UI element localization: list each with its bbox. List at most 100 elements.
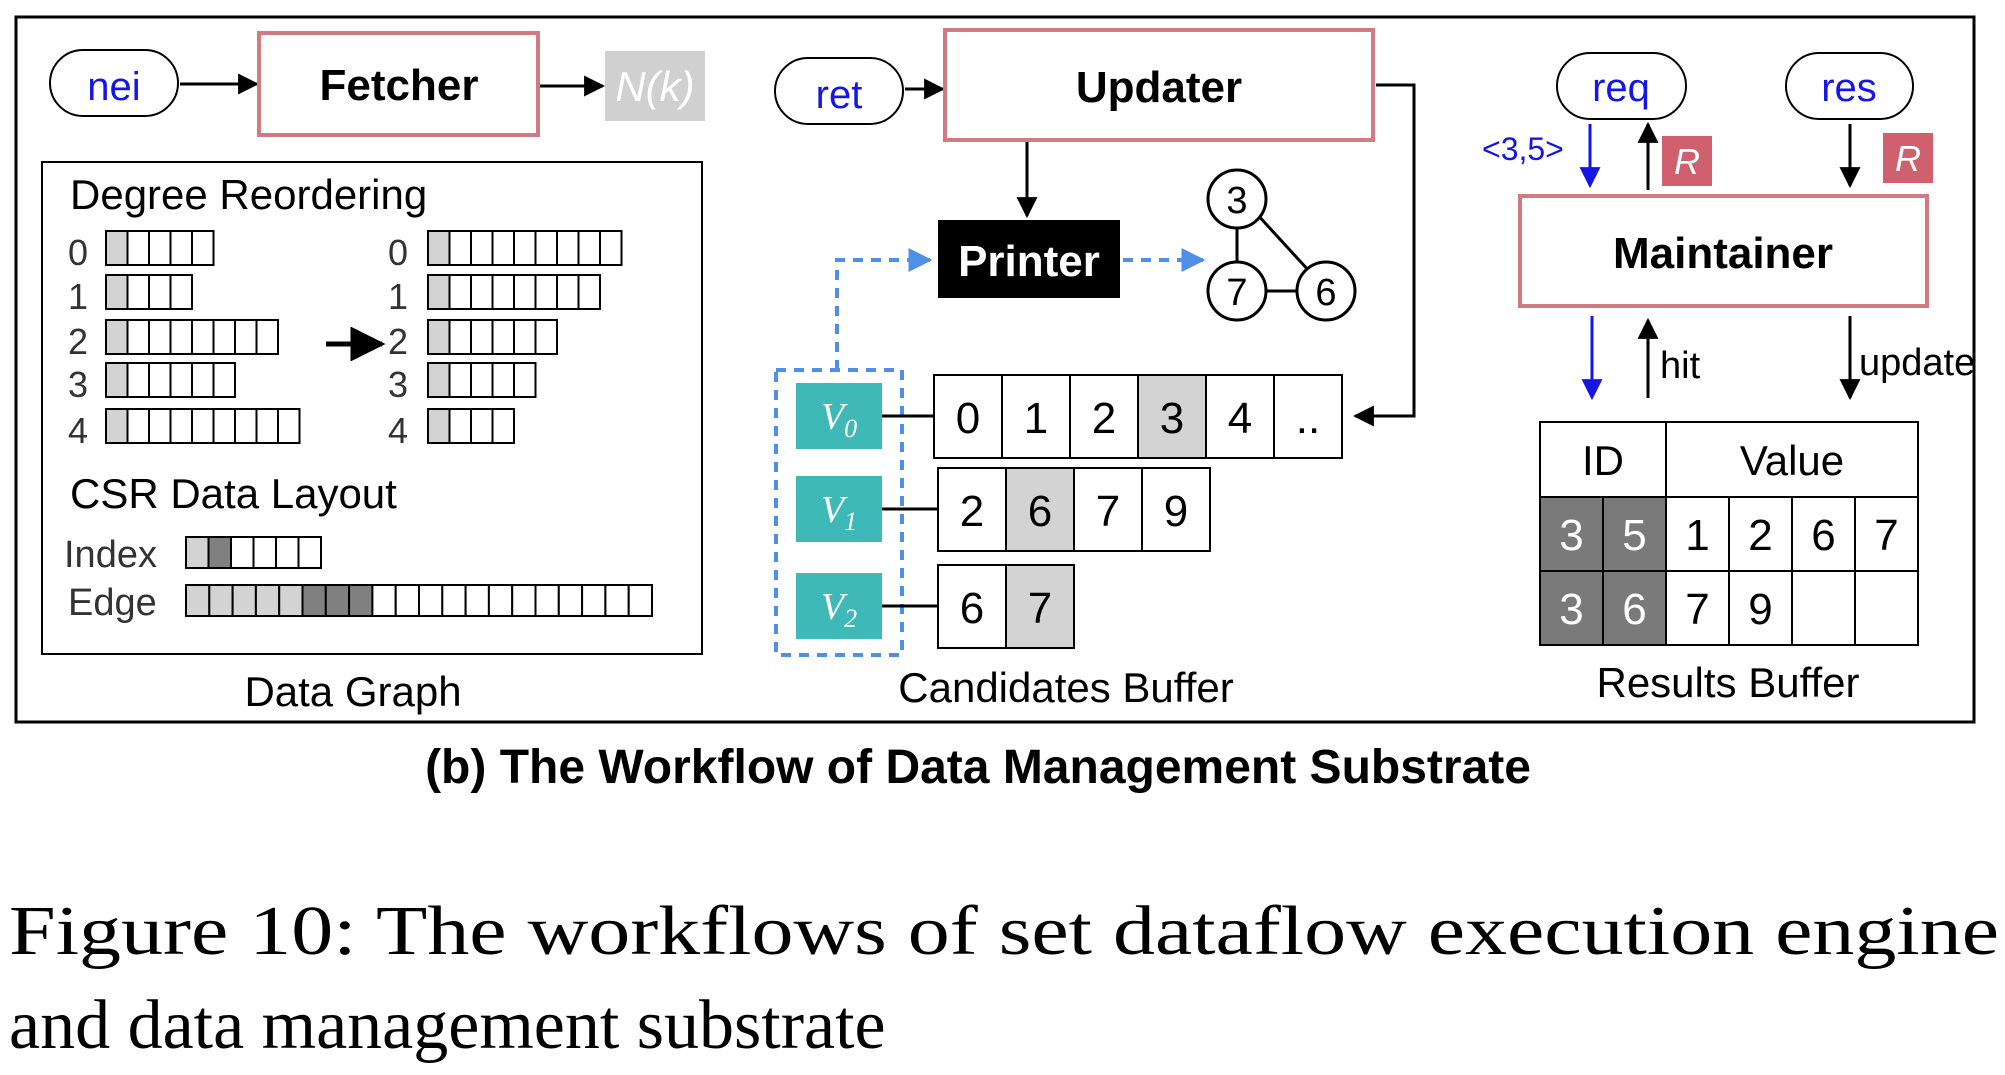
graph-node-6-label: 6 xyxy=(1315,272,1336,314)
edge-cell xyxy=(534,584,560,617)
before-cell xyxy=(234,408,258,444)
degree-reordering-title: Degree Reordering xyxy=(70,171,427,218)
figure-caption-line2: and data management substrate xyxy=(9,987,886,1064)
before-cell xyxy=(277,408,301,444)
ret-label: ret xyxy=(816,73,863,117)
after-cell xyxy=(513,230,537,266)
req-pill xyxy=(1556,52,1687,120)
before-cell xyxy=(105,230,129,266)
edge-cell xyxy=(464,584,490,617)
fetcher-box xyxy=(257,31,540,137)
result-value-cell xyxy=(1665,570,1730,646)
request-key-label: <3,5> xyxy=(1482,131,1564,167)
before-cell xyxy=(105,408,129,444)
maintainer-label: Maintainer xyxy=(1613,229,1833,278)
nk-label: N(k) xyxy=(615,63,694,110)
result-value: 7 xyxy=(1874,511,1898,560)
before-cell xyxy=(169,319,193,355)
before-cell xyxy=(191,230,215,266)
data-graph-caption: Data Graph xyxy=(244,668,461,715)
vertex-badge xyxy=(796,573,882,639)
vertex-badge xyxy=(796,383,882,449)
before-cell xyxy=(191,319,215,355)
after-cell xyxy=(448,274,472,310)
vertex-badge xyxy=(796,476,882,542)
before-cell xyxy=(148,408,172,444)
before-cell xyxy=(234,319,258,355)
result-id-cell xyxy=(1539,570,1604,646)
csr-title: CSR Data Layout xyxy=(70,470,397,517)
after-cell xyxy=(577,274,601,310)
after-cell xyxy=(513,274,537,310)
before-cell xyxy=(255,319,279,355)
figure-caption-line1: Figure 10: The workflows of set dataflow… xyxy=(9,893,1999,970)
before-row-label: 0 xyxy=(68,232,88,273)
graph-node-6 xyxy=(1295,260,1357,322)
after-cell xyxy=(448,408,472,444)
edge-cell xyxy=(604,584,630,617)
result-value-cell xyxy=(1791,496,1856,572)
candidate-cell xyxy=(1273,374,1343,459)
after-cell xyxy=(491,274,515,310)
after-cell xyxy=(577,230,601,266)
candidate-cell xyxy=(1137,374,1207,459)
after-row-label: 4 xyxy=(388,410,408,451)
candidates-caption: Candidates Buffer xyxy=(898,664,1233,711)
edge-cell xyxy=(581,584,607,617)
value-header-cell xyxy=(1665,421,1919,498)
result-value-cell xyxy=(1728,496,1793,572)
after-cell xyxy=(448,319,472,355)
after-cell xyxy=(491,319,515,355)
fetcher-section: nei Fetcher N(k) xyxy=(49,31,705,137)
after-cell xyxy=(491,408,515,444)
csr-edge-array xyxy=(185,584,654,617)
data-graph-box xyxy=(41,161,703,655)
result-value-cell xyxy=(1728,570,1793,646)
nk-badge xyxy=(605,51,705,121)
updater-label: Updater xyxy=(1076,63,1242,112)
edge-cell xyxy=(231,584,257,617)
before-cell xyxy=(212,319,236,355)
candidate-value: 7 xyxy=(1096,487,1120,536)
req-label: req xyxy=(1592,66,1650,110)
ret-pill xyxy=(774,57,904,125)
before-cell xyxy=(105,319,129,355)
before-cell xyxy=(105,362,129,398)
edge-cell xyxy=(627,584,654,617)
edge-cell xyxy=(487,584,514,617)
edge-cell xyxy=(418,584,444,617)
nei-pill xyxy=(49,49,179,117)
graph-node-7-label: 7 xyxy=(1226,272,1247,314)
candidate-value: 7 xyxy=(1028,584,1052,633)
before-cell xyxy=(148,362,172,398)
edge-cell xyxy=(278,584,304,617)
before-cell xyxy=(212,408,236,444)
nei-label: nei xyxy=(87,65,140,109)
before-cell xyxy=(126,319,150,355)
hit-label: hit xyxy=(1660,345,1701,387)
edge-cell xyxy=(301,584,327,617)
after-cell xyxy=(470,408,494,444)
edge-cell xyxy=(208,584,234,617)
edge-cell xyxy=(511,584,537,617)
candidate-cell xyxy=(1005,564,1075,649)
after-cell xyxy=(427,274,451,310)
vertex-subscript: 1 xyxy=(844,507,857,536)
candidate-value: 1 xyxy=(1024,394,1048,443)
index-cell xyxy=(185,536,210,569)
candidate-cell xyxy=(937,467,1007,552)
res-label: res xyxy=(1821,66,1877,110)
result-id: 6 xyxy=(1622,585,1646,634)
after-cell xyxy=(470,319,494,355)
maintainer-section: req res <3,5> R R Maintainer hit update … xyxy=(1482,52,1975,706)
before-cell xyxy=(212,362,236,398)
index-cell xyxy=(207,536,232,569)
candidate-cell xyxy=(1205,374,1275,459)
before-cell xyxy=(148,319,172,355)
after-row-label: 2 xyxy=(388,321,408,362)
before-row-label: 3 xyxy=(68,364,88,405)
before-cell xyxy=(169,362,193,398)
